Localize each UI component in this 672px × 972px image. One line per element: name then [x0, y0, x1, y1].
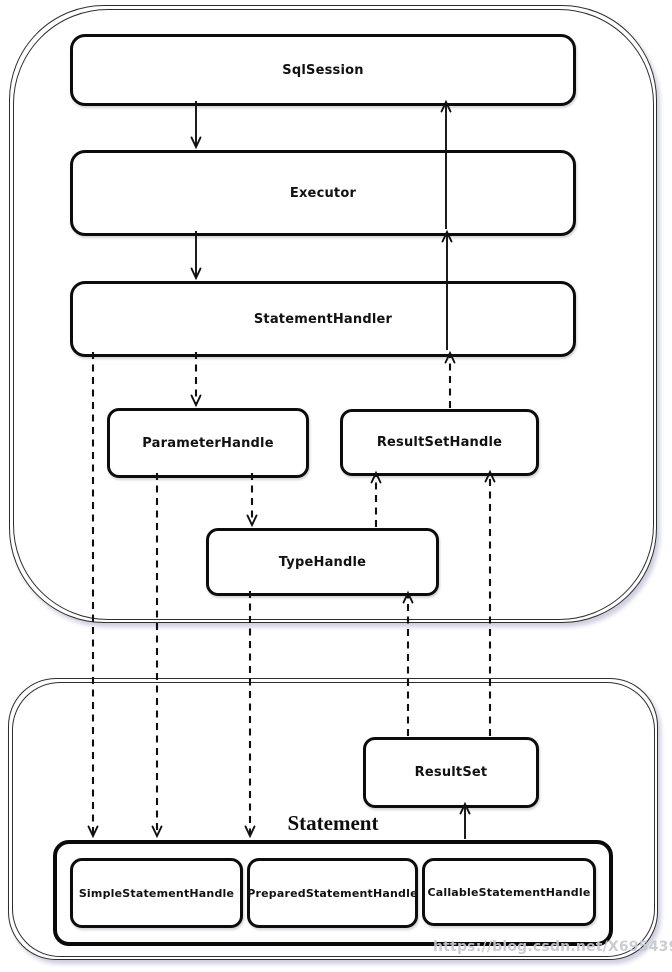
node-statementhandler: StatementHandler [70, 281, 576, 357]
node-typehandle: TypeHandle [206, 528, 439, 596]
node-resultsethandle: ResultSetHandle [340, 409, 539, 476]
node-parameterhandle: ParameterHandle [107, 408, 309, 478]
statement-group-label: Statement [287, 811, 379, 835]
node-preparedstatementhandle: PreparedStatementHandle [247, 858, 418, 928]
node-resultset: ResultSet [363, 737, 539, 808]
node-executor: Executor [70, 150, 576, 236]
node-sqlsession: SqlSession [70, 34, 576, 106]
node-callablestatementhandle: CallableStatementHandle [422, 858, 596, 926]
watermark-url: https://blog.csdn.net/X69543936 [433, 939, 672, 955]
node-simplestatementhandle: SimpleStatementHandle [70, 858, 243, 928]
